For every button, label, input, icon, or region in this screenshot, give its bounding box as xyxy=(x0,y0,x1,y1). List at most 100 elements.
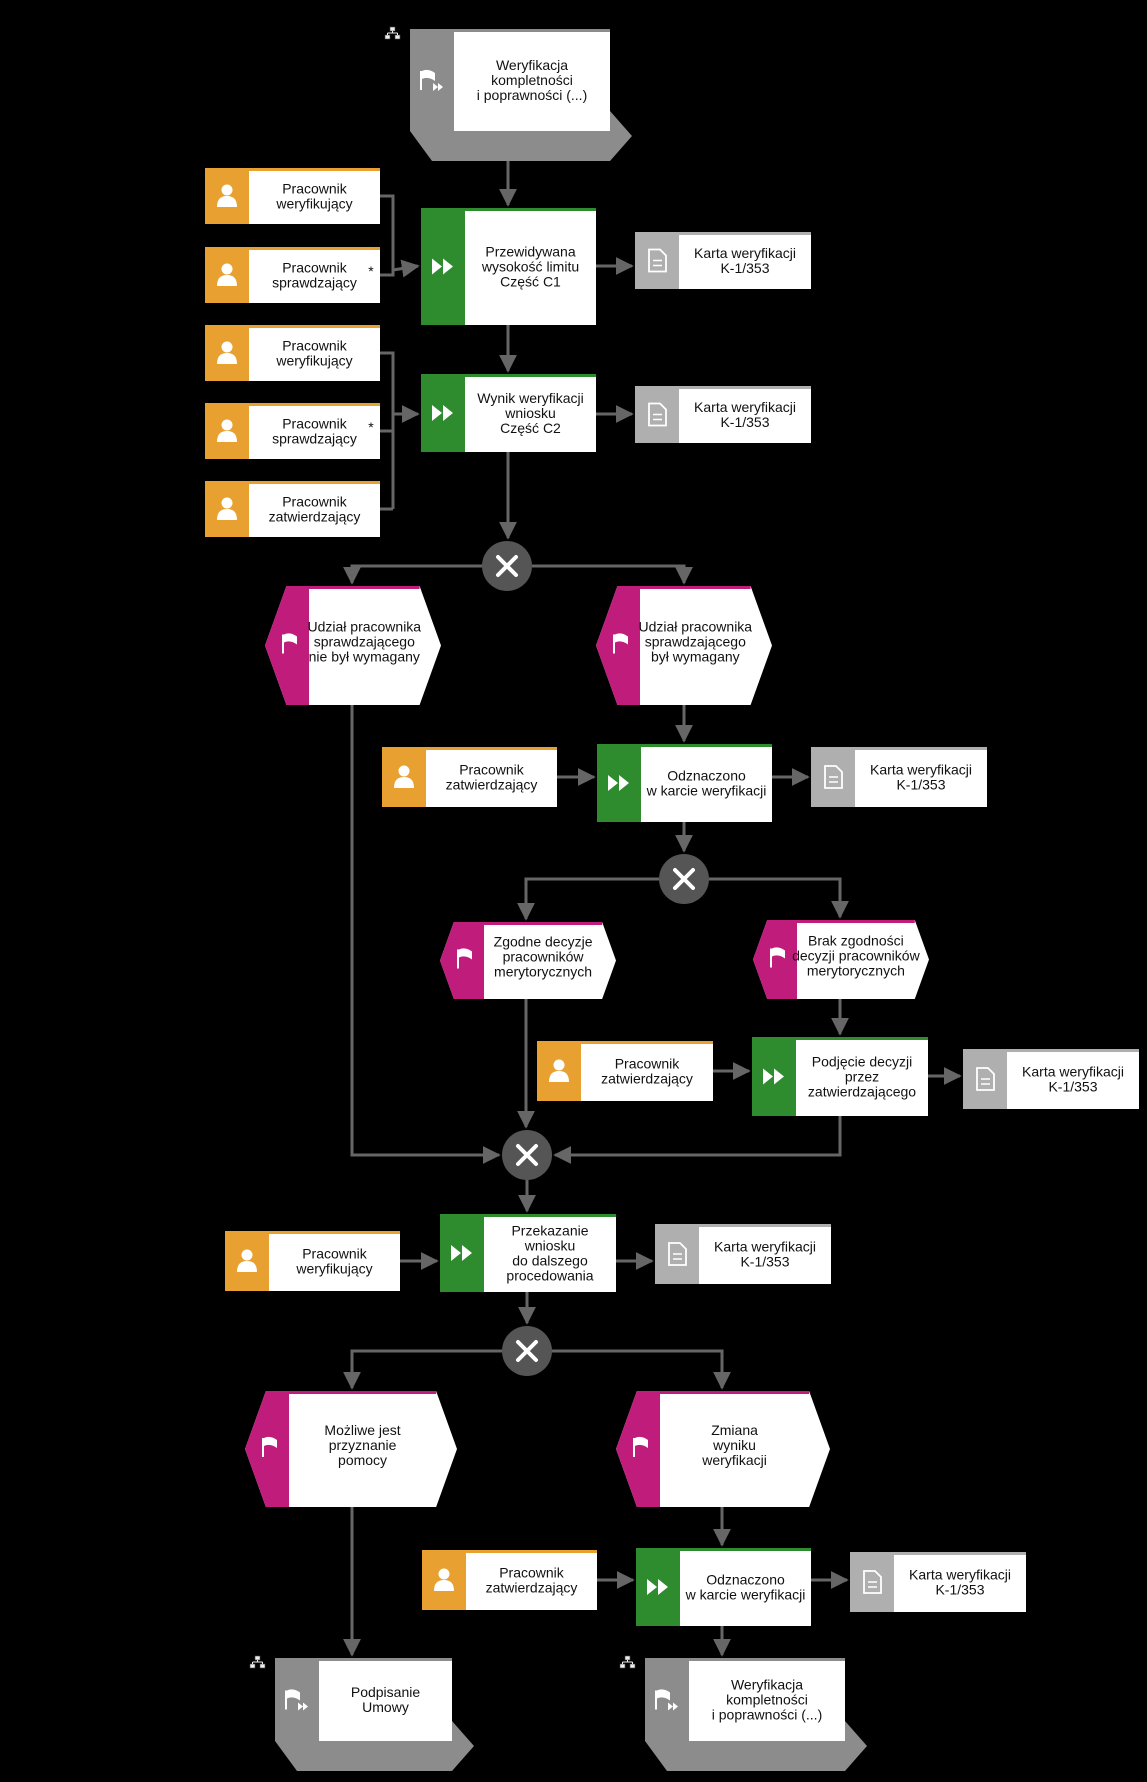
node-label: weryfikujący xyxy=(275,353,352,369)
node-label: zatwierdzający xyxy=(486,1580,578,1596)
connector-x3[interactable] xyxy=(502,1130,552,1180)
node-label: Pracownik xyxy=(302,1246,368,1262)
node-label: kompletności xyxy=(726,1692,808,1708)
document-icon xyxy=(668,1242,687,1266)
optional-mark: * xyxy=(368,419,374,435)
node-label: w karcie weryfikacji xyxy=(685,1587,806,1603)
node-label: przyznanie xyxy=(329,1437,397,1453)
person-icon xyxy=(217,184,237,207)
node-label: Pracownik xyxy=(615,1056,681,1072)
node-label: w karcie weryfikacji xyxy=(646,783,767,799)
connection-line xyxy=(343,564,482,585)
hierarchy-icon[interactable] xyxy=(384,26,401,40)
node-label: zatwierdzający xyxy=(269,509,361,525)
hierarchy-icon[interactable] xyxy=(619,1655,636,1669)
node-label: Zgodne decyzje xyxy=(494,934,593,950)
node-label: wniosku xyxy=(524,1238,576,1254)
node-label: kompletności xyxy=(491,72,573,88)
fast-forward-icon xyxy=(432,405,453,421)
person-icon xyxy=(217,497,237,520)
node-label: merytorycznych xyxy=(807,963,905,979)
connection-line xyxy=(517,877,659,921)
node-label: Karta weryfikacji xyxy=(694,399,796,415)
process-link-icon xyxy=(420,69,443,91)
node-label: Podpisanie xyxy=(351,1684,420,1700)
process-link-icon xyxy=(655,1689,678,1711)
connector-x2[interactable] xyxy=(659,854,709,904)
document-icon xyxy=(863,1570,882,1594)
node-label: i poprawności (...) xyxy=(712,1707,822,1723)
node-label: Część C1 xyxy=(500,274,561,290)
xor-icon xyxy=(516,1340,538,1362)
flag-icon xyxy=(457,948,472,969)
connector-x1[interactable] xyxy=(482,541,532,591)
person-icon xyxy=(237,1249,257,1272)
xor-icon xyxy=(496,555,518,577)
node-label: sprawdzający xyxy=(272,275,357,291)
node-label: Pracownik xyxy=(282,338,348,354)
node-label: zatwierdzający xyxy=(446,777,538,793)
node-label: Pracownik xyxy=(282,416,348,432)
node-label: nie był wymagany xyxy=(309,649,420,665)
node-label: Pracownik xyxy=(282,260,348,276)
node-label: Karta weryfikacji xyxy=(909,1567,1011,1583)
connection-line xyxy=(532,564,693,585)
node-label: decyzji pracowników xyxy=(792,948,920,964)
node-label: wysokość limitu xyxy=(481,259,579,275)
node-label: Karta weryfikacji xyxy=(870,762,972,778)
fast-forward-icon xyxy=(608,775,629,791)
document-icon xyxy=(976,1067,995,1091)
node-label: Karta weryfikacji xyxy=(714,1239,816,1255)
connection-line xyxy=(552,1349,731,1390)
fast-forward-icon xyxy=(451,1245,472,1261)
node-label: K-1/353 xyxy=(720,260,769,276)
connector-x4[interactable] xyxy=(502,1326,552,1376)
person-icon xyxy=(217,341,237,364)
fast-forward-icon xyxy=(432,258,453,275)
node-label: Przekazanie xyxy=(511,1223,588,1239)
process-link-icon xyxy=(285,1689,308,1711)
node-label: wniosku xyxy=(504,405,556,421)
connection-line xyxy=(343,1349,502,1390)
node-label: Odznaczono xyxy=(706,1572,785,1588)
flag-icon xyxy=(262,1436,277,1457)
optional-mark: * xyxy=(368,263,374,279)
hierarchy-icon[interactable] xyxy=(249,1655,266,1669)
document-icon xyxy=(648,248,667,273)
flag-icon xyxy=(633,1436,648,1457)
fast-forward-icon xyxy=(647,1579,668,1595)
person-icon xyxy=(217,419,237,442)
node-label: weryfikujący xyxy=(295,1261,372,1277)
connection-line xyxy=(380,270,395,277)
